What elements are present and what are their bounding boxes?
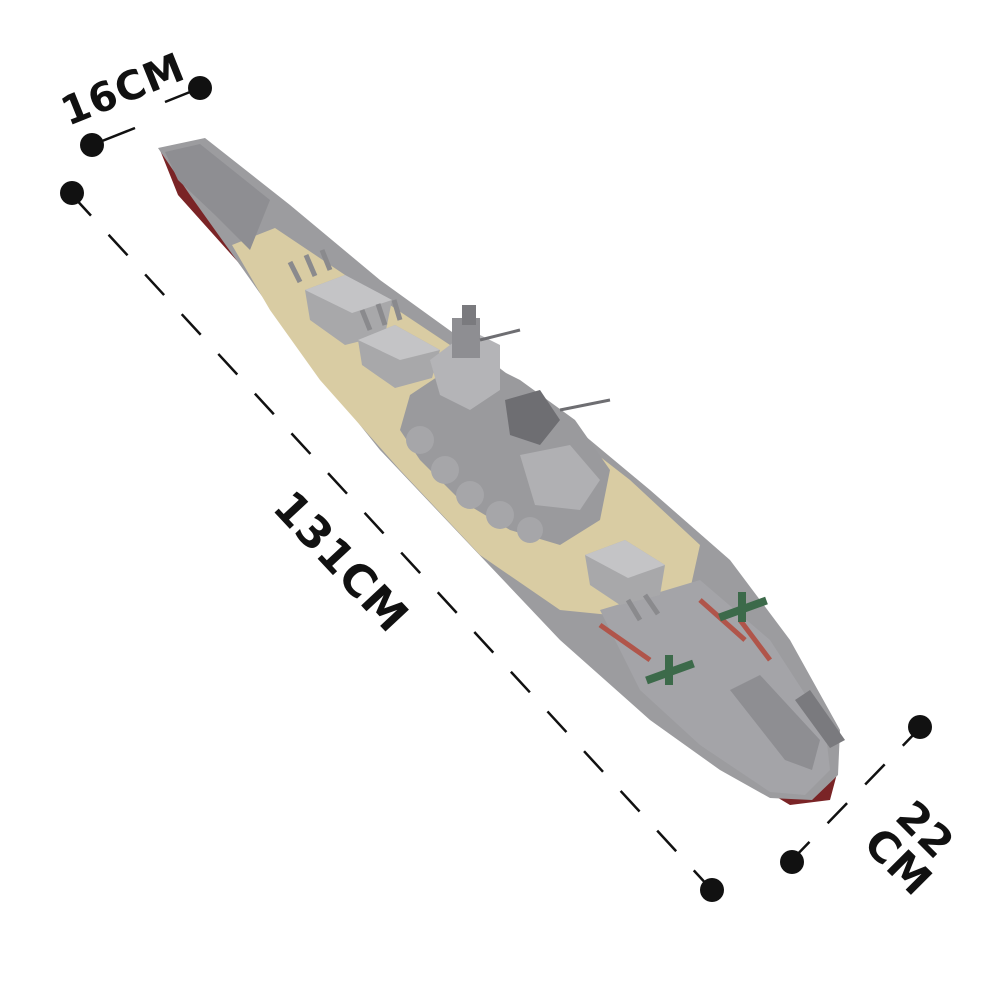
turret-rear bbox=[585, 540, 665, 622]
width-marker-start bbox=[80, 133, 104, 157]
turret-front-2 bbox=[358, 299, 440, 388]
aircraft-1 bbox=[718, 592, 768, 622]
battleship-model bbox=[158, 138, 845, 805]
length-label: 131CM bbox=[263, 481, 418, 642]
aircraft-2 bbox=[645, 655, 695, 685]
width-label: 16CM bbox=[55, 44, 192, 135]
length-marker-end bbox=[700, 878, 724, 902]
superstructure bbox=[400, 305, 611, 545]
depth-marker-start bbox=[908, 715, 932, 739]
width-marker-end bbox=[188, 76, 212, 100]
stern-crane bbox=[795, 690, 845, 748]
width-dimension: 16CM bbox=[55, 44, 212, 157]
ship-bow-deck bbox=[165, 144, 270, 250]
stern-catapult bbox=[730, 675, 820, 770]
depth-marker-end bbox=[780, 850, 804, 874]
length-marker-start bbox=[60, 181, 84, 205]
